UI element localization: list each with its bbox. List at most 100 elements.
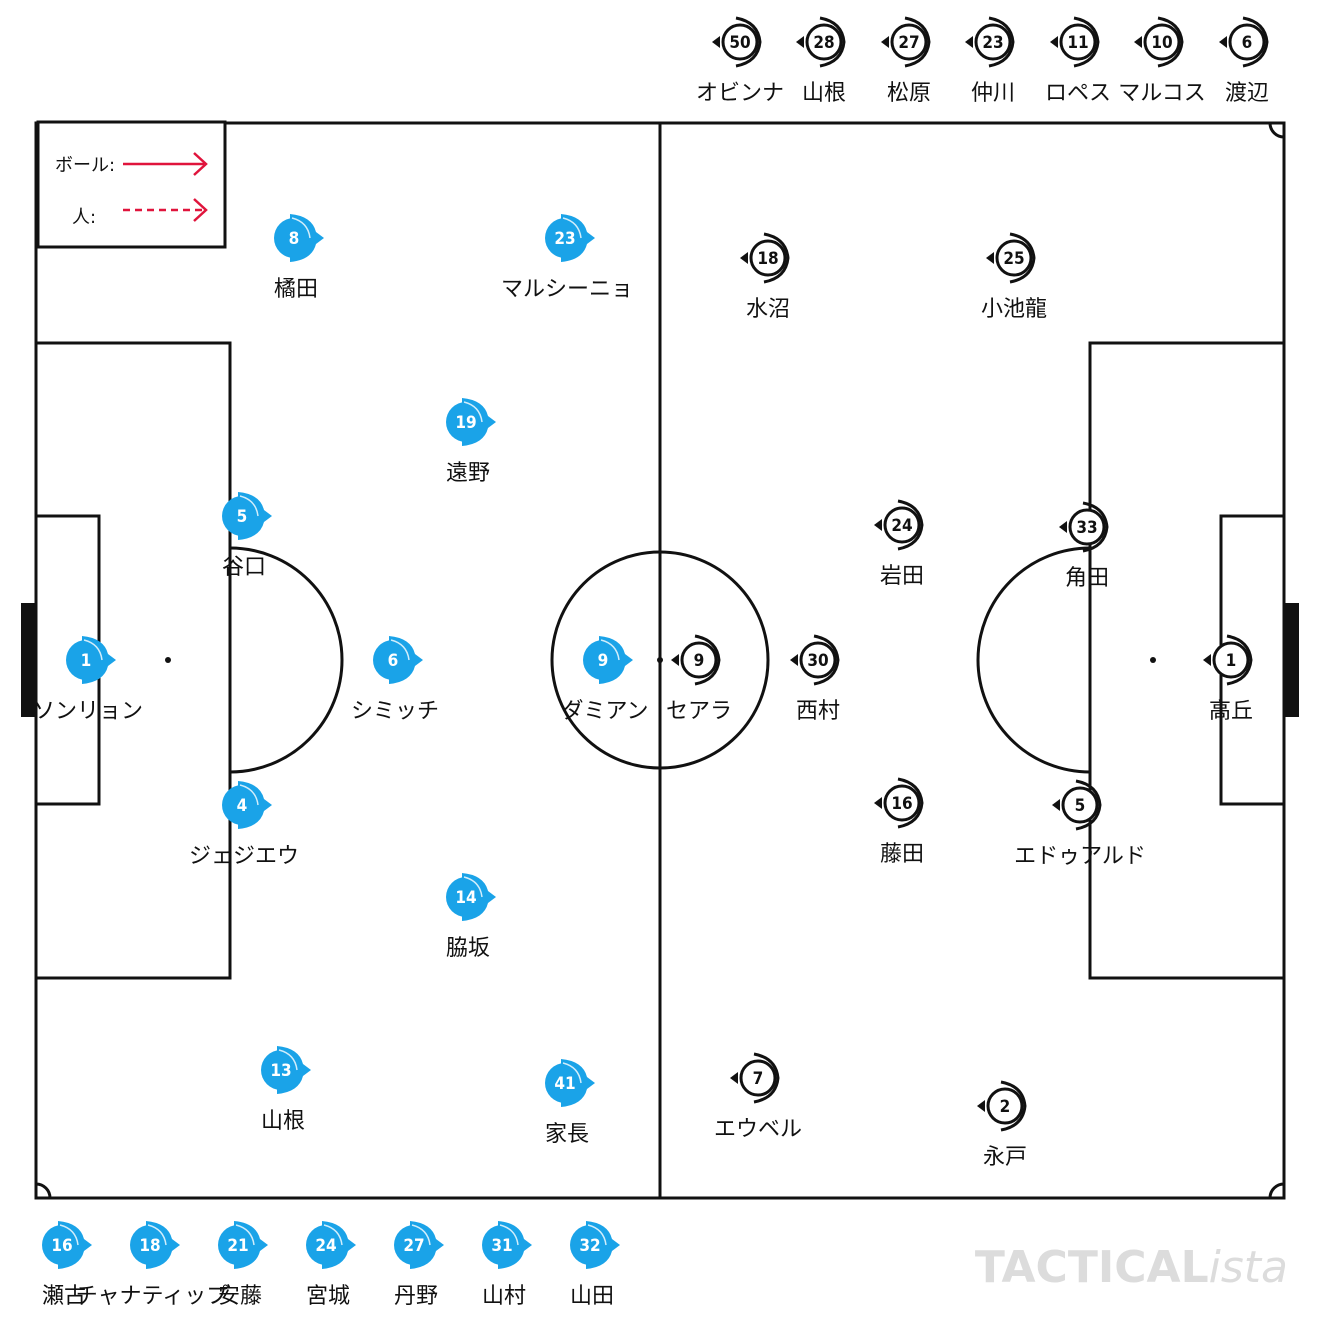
home-sub-name: 山村 (482, 1284, 526, 1309)
right-penalty-arc (976, 546, 1091, 774)
away-sub-number: 27 (898, 33, 919, 53)
away-player-marker: 9 セアラ (666, 634, 732, 724)
home-player-number: 13 (270, 1061, 291, 1081)
away-sub-marker: 11 ロペス (1045, 16, 1111, 106)
away-sub-name: 渡辺 (1225, 81, 1269, 106)
home-player-number: 9 (598, 651, 609, 671)
away-player-name: 水沼 (746, 297, 790, 322)
home-player-number: 4 (237, 796, 248, 816)
home-player-name: ソンリョン (33, 699, 143, 724)
away-player-number: 25 (1003, 249, 1024, 269)
home-player-number: 19 (455, 413, 476, 433)
corner-arc-br (1268, 1182, 1285, 1199)
home-sub-number: 16 (51, 1236, 72, 1256)
away-player-name: 高丘 (1209, 699, 1253, 724)
away-player-marker: 30 西村 (790, 634, 840, 724)
home-sub-name: 瀬古 (42, 1284, 86, 1309)
home-player-name: 遠野 (446, 461, 490, 486)
away-sub-marker: 27 松原 (881, 16, 931, 106)
home-player-name: 家長 (545, 1122, 589, 1147)
home-player-name: 山根 (261, 1109, 305, 1134)
away-player-number: 1 (1226, 651, 1237, 671)
away-sub-name: 山根 (802, 81, 846, 106)
center-circle (550, 550, 770, 770)
brand-part2: ista (1209, 1242, 1288, 1293)
away-player-name: 角田 (1065, 566, 1109, 591)
away-player-number: 33 (1076, 518, 1097, 538)
away-sub-number: 28 (813, 33, 834, 53)
legend-person-label: 人: (72, 207, 96, 228)
corner-arc-tr (1268, 122, 1285, 139)
home-player-number: 14 (455, 888, 476, 908)
home-sub-name: 丹野 (394, 1284, 438, 1309)
away-player-number: 30 (807, 651, 828, 671)
away-player-name: セアラ (666, 699, 732, 724)
home-sub-number: 21 (227, 1236, 248, 1256)
home-sub-name: 安藤 (218, 1284, 262, 1309)
away-player-marker: 18 水沼 (740, 232, 790, 322)
home-player-name: 脇坂 (446, 936, 490, 961)
brand-text: TACTICALista (975, 1242, 1288, 1293)
away-sub-number: 11 (1067, 33, 1088, 53)
away-player-number: 24 (891, 516, 912, 536)
home-sub-name: 宮城 (306, 1284, 350, 1309)
home-sub-number: 24 (315, 1236, 336, 1256)
away-sub-number: 23 (982, 33, 1003, 53)
away-player-number: 18 (757, 249, 778, 269)
away-sub-number: 10 (1151, 33, 1172, 53)
away-player-name: 永戸 (983, 1145, 1027, 1170)
home-sub-marker: 24 宮城 (306, 1221, 356, 1309)
home-player-number: 41 (554, 1074, 575, 1094)
away-player-name: 小池龍 (981, 297, 1047, 322)
away-player-marker: 25 小池龍 (981, 232, 1047, 322)
away-player-name: エウベル (714, 1117, 802, 1142)
corner-arc-bl (35, 1182, 52, 1199)
home-sub-number: 18 (139, 1236, 160, 1256)
person-arrow-icon (123, 198, 208, 222)
home-player-marker: 1 ソンリョン (33, 636, 143, 724)
away-player-marker: 2 永戸 (977, 1080, 1027, 1170)
away-player-name: エドゥアルド (1014, 844, 1146, 869)
left-penalty-arc (229, 546, 344, 774)
left-penalty-area (34, 341, 232, 980)
legend-ball-label: ボール: (55, 155, 115, 176)
players-layer: 1ソンリョン5谷口4ジェジエウ8橘田13山根6シミッチ19遠野14脇坂23マルシ… (33, 16, 1269, 1309)
home-player-marker: 14 脇坂 (446, 873, 496, 961)
home-player-marker: 4 ジェジエウ (189, 781, 299, 869)
away-player-name: 岩田 (880, 564, 924, 589)
away-sub-number: 50 (729, 33, 750, 53)
home-sub-number: 32 (579, 1236, 600, 1256)
right-penalty-area (1088, 341, 1286, 980)
home-player-number: 8 (289, 229, 300, 249)
away-sub-name: ロペス (1045, 81, 1111, 106)
home-player-marker: 13 山根 (261, 1046, 311, 1134)
left-goal (21, 603, 36, 717)
home-player-name: ジェジエウ (189, 844, 299, 869)
center-spot (657, 657, 663, 663)
away-sub-marker: 28 山根 (796, 16, 846, 106)
away-player-number: 2 (1000, 1097, 1011, 1117)
away-player-marker: 1 高丘 (1203, 634, 1253, 724)
home-player-name: 谷口 (222, 555, 266, 580)
away-player-name: 西村 (796, 699, 840, 724)
away-sub-name: 松原 (887, 81, 931, 106)
home-player-number: 1 (81, 651, 92, 671)
home-sub-marker: 21 安藤 (218, 1221, 268, 1309)
away-player-marker: 7 エウベル (714, 1052, 802, 1142)
away-sub-name: 仲川 (971, 81, 1015, 106)
away-player-number: 9 (694, 651, 705, 671)
away-player-number: 16 (891, 794, 912, 814)
away-player-number: 7 (753, 1069, 764, 1089)
home-player-marker: 8 橘田 (274, 214, 324, 302)
away-sub-name: マルコス (1118, 81, 1206, 106)
away-sub-marker: 10 マルコス (1118, 16, 1206, 106)
home-player-name: 橘田 (274, 277, 318, 302)
